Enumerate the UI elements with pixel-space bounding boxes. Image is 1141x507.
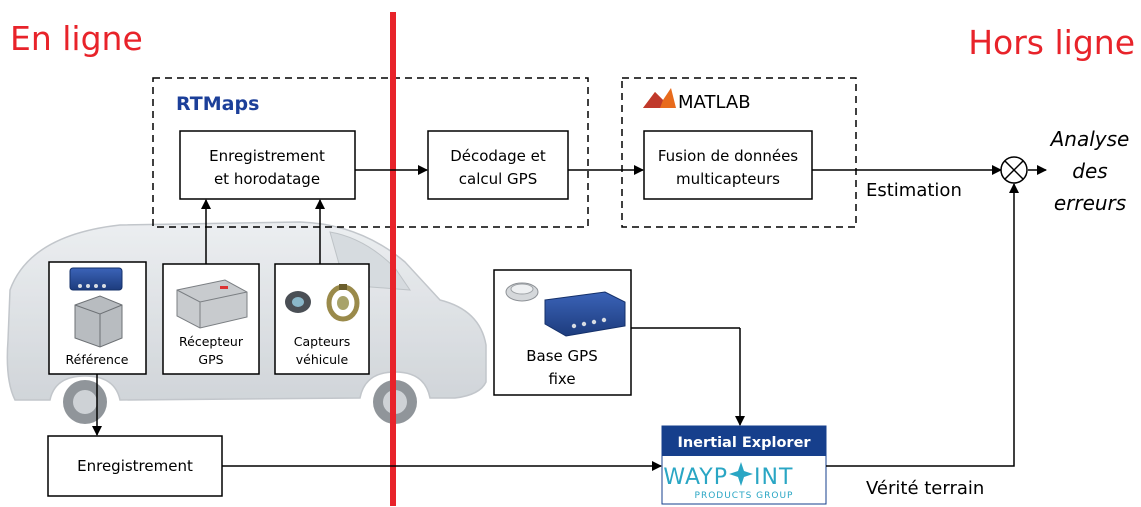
fusion-line2: multicapteurs [676,170,780,188]
wheel-sensor-icon [285,291,311,313]
error-analysis-line2: des [1072,159,1107,183]
base-receiver-icon [544,291,626,337]
arrow-ie-to-comparator [826,183,1019,467]
gps-antenna-icon [505,282,539,302]
vehicle-sensors-line1: Capteurs [294,334,351,349]
imu-unit-icon [74,295,123,348]
inertial-explorer-title: Inertial Explorer [677,435,811,451]
base-gps-line2: fixe [548,370,575,388]
decoding-block [427,130,569,200]
error-analysis-line1: Analyse [1049,127,1130,151]
error-analysis-line3: erreurs [1054,191,1126,215]
recording-timestamp-line1: Enregistrement [209,147,325,165]
gps-receiver-line1: Récepteur [179,334,244,349]
base-gps-line1: Base GPS [526,347,597,365]
online-title: En ligne [10,19,143,58]
estimation-label: Estimation [866,180,962,201]
recording-block [47,435,223,497]
vehicle-sensors-block [274,263,370,375]
odometer-sensor-icon [326,284,360,322]
waypoint-brand-start: WAYP [663,465,728,490]
waypoint-star-icon [729,462,753,486]
rtmaps-label: RTMaps [176,93,259,115]
error-comparator-icon [1000,156,1028,184]
vehicle-sensors-line2: véhicule [296,352,349,367]
decoding-line1: Décodage et [450,147,546,165]
recording-timestamp-block [179,130,356,200]
fusion-block [643,130,813,200]
inertial-explorer-logo: Inertial Explorer WAYP INT PRODUCTS GROU… [661,425,827,505]
matlab-logo-icon [643,88,676,108]
reference-label: Référence [66,352,129,367]
rtmaps-group [152,77,589,228]
reference-device-icon [69,267,123,291]
waypoint-subtitle: PRODUCTS GROUP [695,491,794,501]
decoding-line2: calcul GPS [459,170,538,188]
recording-timestamp-line2: et horodatage [214,170,320,188]
gps-receiver-line2: GPS [198,352,223,367]
fusion-line1: Fusion de données [658,147,798,165]
gps-receiver-icon [176,279,248,329]
recording-label: Enregistrement [77,457,193,475]
offline-title: Hors ligne [968,23,1135,62]
waypoint-brand-end: INT [754,465,793,490]
ground-truth-label: Vérité terrain [866,478,984,499]
matlab-label: MATLAB [678,92,751,113]
